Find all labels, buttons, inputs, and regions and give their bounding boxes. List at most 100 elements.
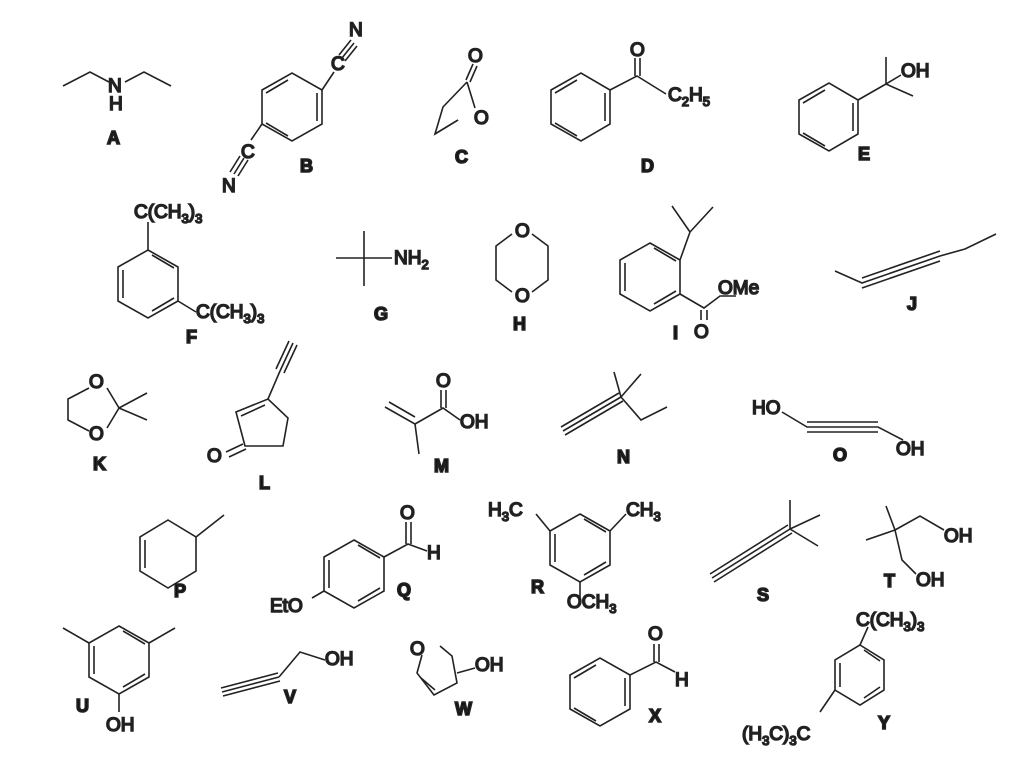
carbonyl bbox=[405, 522, 412, 544]
atom-label: O bbox=[89, 372, 104, 393]
bond bbox=[819, 626, 869, 713]
compound-m: O OH M bbox=[384, 370, 489, 477]
atom-label: O bbox=[468, 46, 483, 67]
compound-a: N H A bbox=[62, 71, 172, 149]
ring bbox=[550, 72, 611, 142]
ring-double-bonds bbox=[573, 664, 626, 722]
bond bbox=[834, 233, 997, 284]
compound-p: P bbox=[139, 514, 225, 602]
atom-label: O bbox=[400, 503, 415, 524]
compound-label-o: O bbox=[833, 445, 847, 465]
compound-label-f: F bbox=[186, 327, 197, 347]
compound-r: H3C CH3 OCH3 R bbox=[487, 499, 661, 617]
triple-bond bbox=[560, 392, 624, 436]
atom-label: N bbox=[222, 176, 236, 197]
bond bbox=[671, 205, 736, 309]
compound-f: C(CH3)3 C(CH3)3 F bbox=[117, 201, 265, 348]
bond bbox=[267, 370, 281, 400]
bond bbox=[434, 119, 459, 135]
compound-label-m: M bbox=[434, 456, 449, 476]
compound-label-c: C bbox=[455, 147, 468, 167]
atom-label: N bbox=[349, 20, 363, 41]
carbonyl bbox=[653, 644, 660, 662]
compound-label-i: I bbox=[673, 323, 678, 343]
atom-label: H3C bbox=[488, 500, 523, 524]
compound-label-y: Y bbox=[878, 713, 890, 733]
atom-label: OH bbox=[106, 715, 135, 736]
compound-label-n: N bbox=[617, 447, 630, 467]
ring-double-bonds bbox=[839, 649, 881, 699]
bond bbox=[250, 71, 335, 141]
bond bbox=[535, 513, 627, 597]
compound-l: O L bbox=[206, 340, 298, 494]
compound-label-g: G bbox=[374, 304, 388, 324]
atom-label: O bbox=[436, 371, 451, 392]
bond bbox=[865, 505, 945, 575]
ring bbox=[139, 519, 197, 589]
ring bbox=[67, 387, 148, 432]
compound-label-b: B bbox=[300, 156, 313, 176]
compound-label-s: S bbox=[757, 585, 769, 605]
triple-bond bbox=[229, 155, 249, 177]
compound-label-r: R bbox=[531, 577, 544, 597]
ring bbox=[798, 82, 859, 152]
ring-double-bonds bbox=[624, 247, 677, 305]
ring bbox=[569, 657, 631, 727]
ring-double-bonds bbox=[93, 630, 146, 688]
atom-label: O bbox=[648, 624, 663, 645]
atom-label: OH bbox=[916, 570, 945, 591]
ring bbox=[416, 645, 476, 697]
atom-label: (H3C)3C bbox=[742, 724, 810, 748]
double-bond bbox=[388, 401, 416, 418]
bond bbox=[336, 231, 392, 286]
compound-label-l: L bbox=[259, 473, 270, 493]
compound-d: O C2H5 D bbox=[550, 39, 711, 177]
carbonyl bbox=[700, 310, 708, 320]
atom-label: OH bbox=[944, 526, 973, 547]
compound-t: OH OH T bbox=[865, 505, 973, 592]
bond bbox=[384, 406, 461, 455]
atom-label: C2H5 bbox=[668, 85, 710, 109]
compound-label-d: D bbox=[641, 156, 654, 176]
ring-double-bonds bbox=[554, 518, 607, 576]
bond bbox=[62, 71, 172, 87]
triple-bond bbox=[220, 672, 281, 697]
atom-label: H bbox=[109, 94, 123, 115]
atom-label: OMe bbox=[718, 278, 759, 299]
carbonyl bbox=[440, 390, 447, 408]
triple-bond bbox=[275, 340, 298, 374]
atom-label: OH bbox=[901, 61, 930, 82]
compound-n: N bbox=[560, 371, 668, 468]
ring bbox=[495, 233, 549, 293]
compound-label-t: T bbox=[884, 571, 895, 591]
compound-label-w: W bbox=[455, 699, 472, 719]
atom-label: C(CH3)3 bbox=[856, 610, 924, 634]
ring-double-bonds bbox=[122, 254, 175, 312]
atom-label: O bbox=[630, 40, 645, 61]
compound-b: N C C N B bbox=[221, 19, 363, 198]
ring bbox=[117, 249, 179, 319]
compound-x: O H X bbox=[569, 623, 690, 727]
triple-bond bbox=[807, 421, 878, 433]
atom-label: C bbox=[241, 142, 255, 163]
compound-label-j: J bbox=[907, 294, 917, 314]
triple-bond bbox=[709, 524, 793, 583]
atom-label: NH2 bbox=[394, 248, 429, 272]
compound-label-v: V bbox=[284, 687, 296, 707]
compound-w: O OH W bbox=[409, 638, 504, 720]
compound-g: NH2 G bbox=[336, 231, 429, 325]
carbonyl bbox=[634, 58, 641, 76]
bond bbox=[311, 543, 428, 599]
bond bbox=[62, 627, 176, 712]
atom-label: C(CH3)3 bbox=[196, 302, 264, 326]
ring bbox=[88, 625, 150, 695]
bond bbox=[781, 411, 904, 441]
atom-label: HO bbox=[752, 398, 781, 419]
bond bbox=[609, 75, 667, 95]
compound-label-p: P bbox=[174, 581, 186, 601]
atom-label: H bbox=[675, 670, 689, 691]
atom-label: H bbox=[427, 543, 441, 564]
ring bbox=[549, 513, 611, 583]
compound-label-x: X bbox=[649, 706, 661, 726]
